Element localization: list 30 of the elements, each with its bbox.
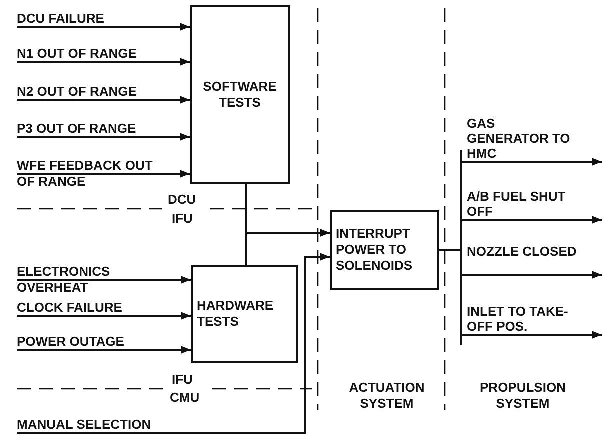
process-box xyxy=(330,210,439,290)
arrow xyxy=(17,23,190,31)
process-box xyxy=(191,265,298,363)
box-text: HARDWARE TESTS xyxy=(197,298,275,330)
signal-label: P3 OUT OF RANGE xyxy=(17,121,182,137)
edge-label: NOZZLE CLOSED xyxy=(467,244,577,259)
arrow xyxy=(439,249,602,339)
arrow xyxy=(245,229,330,265)
signal-label: POWER OUTAGE xyxy=(17,334,182,350)
signal-label: CLOCK FAILURE xyxy=(17,300,182,316)
arrow xyxy=(17,170,190,178)
box-text: INTERRUPT POWER TO SOLENOIDS xyxy=(336,226,414,274)
signal-label: WFE FEEDBACK OUT OF RANGE xyxy=(17,158,167,190)
arrow xyxy=(17,276,191,284)
arrow xyxy=(17,96,190,104)
arrow xyxy=(17,346,191,354)
arrow xyxy=(17,312,191,320)
edge-label: A/B FUEL SHUT OFF xyxy=(467,189,567,219)
process-box xyxy=(190,5,290,184)
signal-label: N1 OUT OF RANGE xyxy=(17,46,182,62)
signal-label: DCU FAILURE xyxy=(17,11,182,27)
arrow xyxy=(17,253,330,434)
box-text: SOFTWARE TESTS xyxy=(202,78,278,110)
signal-label: MANUAL SELECTION xyxy=(17,417,187,433)
arrow xyxy=(17,58,190,66)
signal-label: ELECTRONICS OVERHEAT xyxy=(17,264,137,296)
arrow xyxy=(17,133,190,141)
edge-label: INLET TO TAKE-OFF POS. xyxy=(467,304,570,334)
signal-label: N2 OUT OF RANGE xyxy=(17,84,182,100)
edge-label: GAS GENERATOR TO HMC xyxy=(467,116,572,161)
